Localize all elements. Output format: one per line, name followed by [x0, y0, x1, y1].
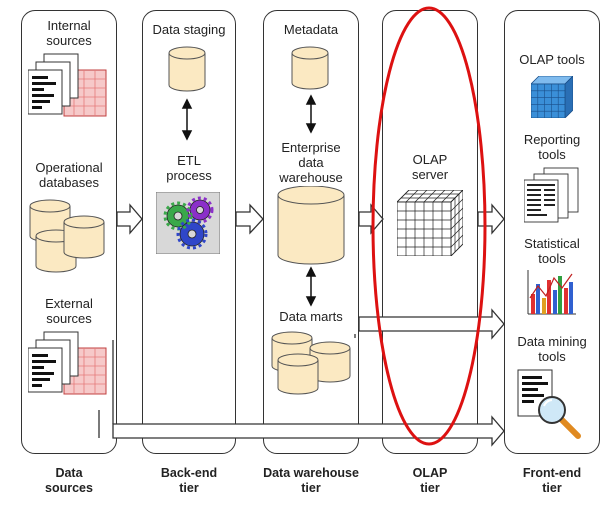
label-reporting-tools: Reporting tools	[523, 132, 581, 162]
label-external-sources: External sources	[45, 296, 93, 326]
tier-label-olap: OLAP tier	[412, 466, 448, 495]
label-data-mining-tools: Data mining tools	[517, 334, 587, 364]
tier-label-data-warehouse: Data warehouse tier	[263, 466, 359, 495]
label-operational-databases: Operational databases	[35, 160, 103, 190]
data-mining-magnifier-icon	[517, 369, 581, 439]
arrow-warehouse-to-olap	[358, 203, 384, 235]
arrow-sources-to-staging	[116, 203, 143, 235]
tier-label-back-end: Back-end tier	[160, 466, 218, 495]
tier-label-data-sources: Data sources	[45, 466, 93, 495]
operational-databases-cylinder-icon	[29, 199, 105, 273]
arrow-sources-to-frontend	[112, 415, 505, 447]
reporting-tools-document-icon	[524, 167, 579, 223]
tier-label-front-end: Front-end tier	[522, 466, 582, 495]
metadata-cylinder-icon	[291, 46, 329, 90]
highlight-ellipse	[371, 6, 487, 446]
label-statistical-tools: Statistical tools	[524, 236, 580, 266]
label-olap-server: OLAP server	[411, 152, 449, 182]
data-marts-cylinder-icon	[271, 331, 351, 395]
label-metadata: Metadata	[283, 22, 339, 37]
external-sources-document-icon	[28, 331, 107, 395]
olap-server-cube-icon	[397, 190, 463, 256]
label-olap-tools: OLAP tools	[519, 52, 585, 67]
staging-cylinder-icon	[168, 46, 206, 92]
edw-cylinder-icon	[277, 186, 345, 265]
olap-tools-cube-icon	[531, 76, 573, 118]
internal-sources-document-icon	[28, 53, 107, 117]
etl-gears-icon	[156, 192, 220, 254]
arrow-olap-to-frontend	[477, 203, 505, 235]
label-etl-process: ETL process	[166, 153, 212, 183]
label-internal-sources: Internal sources	[46, 18, 92, 48]
arrow-staging-to-warehouse	[235, 203, 264, 235]
label-enterprise-data-warehouse: Enterprise data warehouse	[279, 140, 343, 185]
label-data-staging: Data staging	[152, 22, 226, 37]
statistical-tools-chart-icon	[527, 270, 576, 315]
label-data-marts: Data marts	[279, 309, 343, 324]
